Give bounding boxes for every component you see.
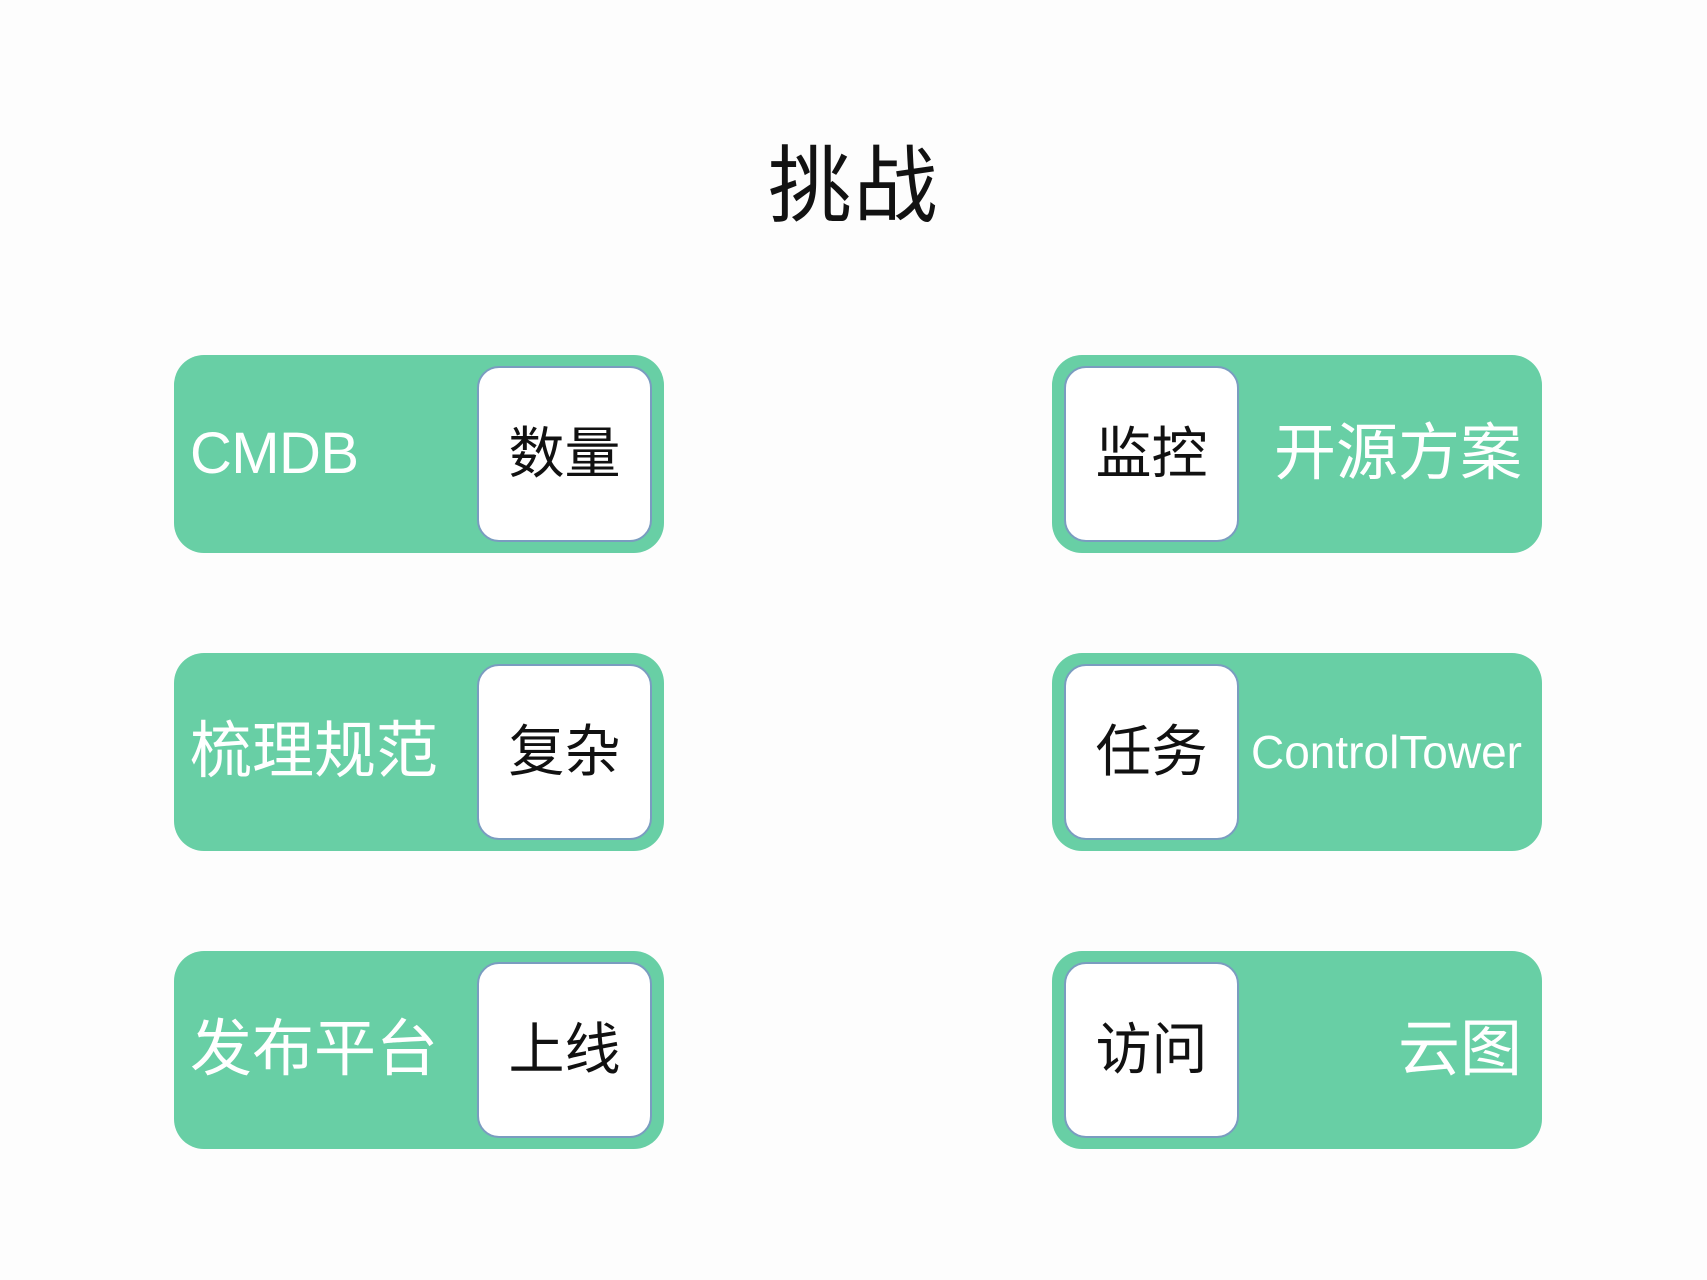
card-shulifangan[interactable]: 梳理规范 复杂 xyxy=(174,653,664,851)
card-badge[interactable]: 数量 xyxy=(477,366,652,542)
card-cmdb[interactable]: CMDB 数量 xyxy=(174,355,664,553)
card-badge-label: 访问 xyxy=(1095,1018,1208,1081)
card-yuntu[interactable]: 访问 云图 xyxy=(1052,951,1542,1149)
card-label: 梳理规范 xyxy=(190,717,439,787)
card-badge-label: 监控 xyxy=(1095,422,1208,485)
card-badge-label: 数量 xyxy=(508,422,621,485)
card-badge[interactable]: 任务 xyxy=(1064,664,1239,840)
card-controltower[interactable]: 任务 ControlTower xyxy=(1052,653,1542,851)
card-label: CMDB xyxy=(190,420,359,486)
left-column: CMDB 数量 梳理规范 复杂 发布平台 上线 xyxy=(174,355,664,1149)
card-badge-label: 上线 xyxy=(508,1018,621,1081)
cards-area: CMDB 数量 梳理规范 复杂 发布平台 上线 xyxy=(0,355,1707,1165)
card-label: 发布平台 xyxy=(190,1015,439,1085)
card-kaiyuanfangan[interactable]: 监控 开源方案 xyxy=(1052,355,1542,553)
card-label: 云图 xyxy=(1397,1015,1522,1085)
card-label: 开源方案 xyxy=(1273,419,1522,489)
card-badge[interactable]: 复杂 xyxy=(477,664,652,840)
right-column: 监控 开源方案 任务 ControlTower 访问 云图 xyxy=(1052,355,1542,1149)
card-badge-label: 复杂 xyxy=(508,720,621,783)
card-badge-label: 任务 xyxy=(1095,720,1208,783)
card-badge[interactable]: 上线 xyxy=(477,962,652,1138)
card-badge[interactable]: 监控 xyxy=(1064,366,1239,542)
card-label: ControlTower xyxy=(1251,725,1522,778)
page-title: 挑战 xyxy=(767,139,940,233)
card-fabupingtai[interactable]: 发布平台 上线 xyxy=(174,951,664,1149)
card-badge[interactable]: 访问 xyxy=(1064,962,1239,1138)
